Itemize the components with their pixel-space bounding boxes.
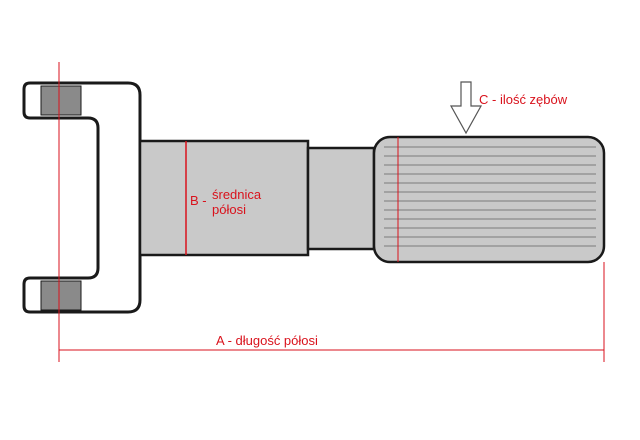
teeth-label: C - ilość zębów — [479, 92, 568, 107]
length-label: A - długość półosi — [216, 333, 318, 348]
diameter-label-suffix: półosi — [212, 202, 246, 217]
splined-end — [372, 135, 606, 264]
yoke-fork — [22, 81, 142, 314]
shaft-body — [138, 139, 310, 257]
spline-body — [372, 135, 606, 264]
top-bushing — [40, 85, 82, 116]
teeth-arrow — [449, 81, 483, 135]
yoke-outline — [22, 81, 142, 314]
shaft-neck — [306, 146, 376, 251]
bottom-bushing — [40, 280, 82, 311]
diameter-label-prefix: B - — [190, 193, 207, 208]
spline-teeth-lines — [384, 146, 596, 247]
diameter-label-word: średnica — [212, 187, 262, 202]
